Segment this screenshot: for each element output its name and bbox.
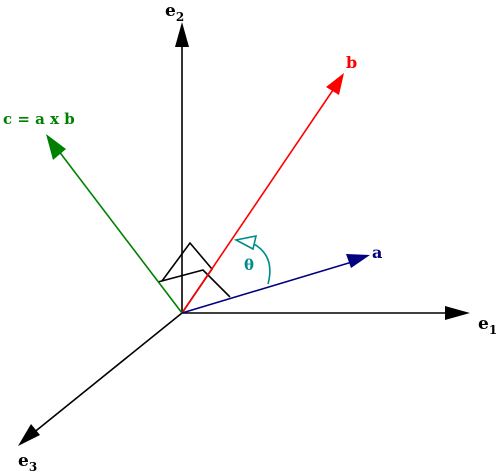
vector-a	[181, 254, 370, 314]
vector-c	[46, 134, 183, 314]
label-e2: e2	[165, 1, 184, 24]
label-vector-c: c = a x b	[3, 110, 75, 128]
vector-b	[181, 73, 344, 314]
coordinate-axes	[18, 22, 470, 446]
angle-theta	[233, 234, 271, 285]
right-angle-marker-c-b	[161, 241, 214, 314]
vector-c-arrowhead	[46, 134, 66, 160]
label-e1: e1	[478, 314, 497, 337]
label-vector-b: b	[346, 53, 357, 72]
axis-e2-arrowhead	[175, 22, 189, 47]
label-e3: e3	[18, 451, 37, 474]
vector-c-shaft	[57, 149, 183, 314]
vector-a-shaft	[181, 261, 353, 314]
axis-e1-arrowhead	[445, 306, 470, 320]
right-angle-marker-c-a	[157, 269, 231, 298]
vector-a-arrowhead	[346, 254, 370, 268]
axis-e3	[31, 312, 183, 435]
angle-theta-arrowhead	[233, 234, 258, 251]
axis-e3-arrowhead	[18, 424, 40, 446]
vector-b-shaft	[181, 89, 334, 314]
label-theta: θ	[244, 256, 254, 274]
vector-b-arrowhead	[326, 73, 344, 95]
label-vector-a: a	[372, 243, 382, 262]
